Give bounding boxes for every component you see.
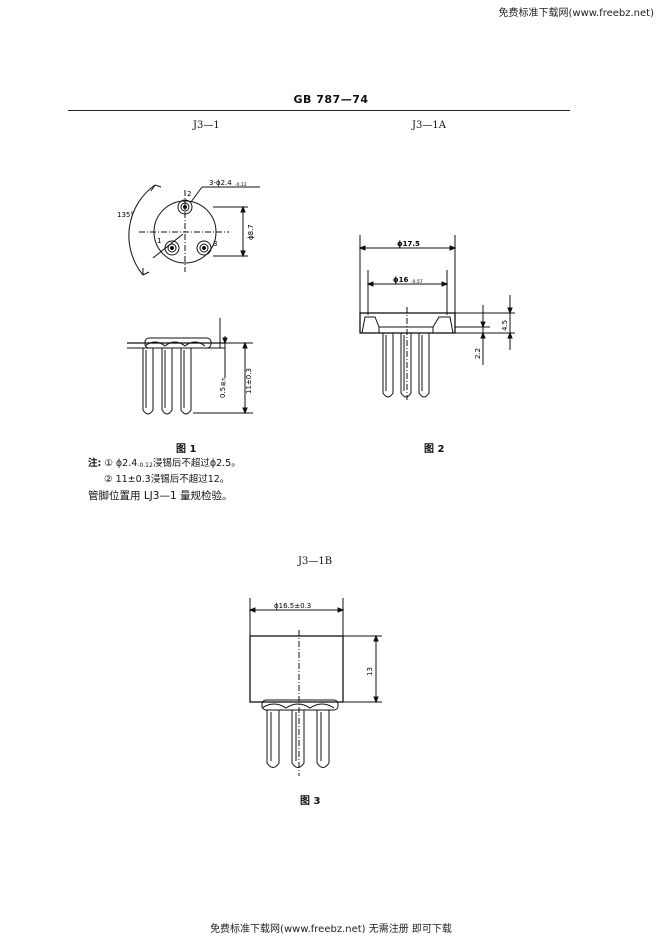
figure2-caption: 图 2 <box>424 444 445 455</box>
inner-diameter-tolerance: -0.57 <box>411 279 423 285</box>
note-2-text: 11±0.3浸锡后不超过12。 <box>115 474 230 485</box>
figure2-model-title: J3—1A <box>412 120 446 131</box>
pin-offset-label: 2.2 <box>474 348 482 359</box>
note-prefix: 注: <box>88 458 102 469</box>
pin-number-2: 2 <box>187 190 191 198</box>
angle-label: 135° <box>117 211 134 219</box>
note-gauge-line: 管脚位置用 LJ3—1 量规检验。 <box>88 490 233 502</box>
note-1-pre: ϕ2.4 <box>115 458 138 469</box>
inner-diameter-label: ϕ16 <box>393 276 408 284</box>
figure3-model-title: J3—1B <box>298 556 333 567</box>
lead-length-label: 11±0.3 <box>245 368 253 394</box>
pin-number-3: 3 <box>213 240 217 248</box>
note-2-mark: ② <box>104 474 113 485</box>
figure1-pin-layout-drawing: 135° 3-ϕ2.4 -0.12 2 1 3 ϕ8.7 <box>117 179 260 276</box>
figure2-j3-1a-drawing: ϕ17.5 ϕ16 -0.57 4.5 2.2 <box>358 235 515 400</box>
header-rule <box>68 110 570 111</box>
note-line-1: 注: ① ϕ2.4-0.12浸锡后不超过ϕ2.5。 <box>88 459 241 469</box>
figure3-j3-1b-drawing: ϕ16.5±0.3 13 <box>248 598 382 776</box>
flange-height-label: 4.5 <box>501 320 509 331</box>
lead-min-length-label: 0.5 <box>219 387 227 398</box>
body-height-label: 13 <box>366 667 374 676</box>
figure1-caption: 图 1 <box>176 444 197 455</box>
figure1-model-title: J3—1 <box>193 120 220 131</box>
figure1-side-view-drawing: 0.5 最大 11±0.3 <box>127 318 253 415</box>
pin-hole-label: 3-ϕ2.4 <box>209 179 232 187</box>
pin-hole-tolerance: -0.12 <box>235 182 247 188</box>
figure3-caption: 图 3 <box>300 796 321 807</box>
lead-min-length-sub: 最大 <box>220 377 227 386</box>
watermark-bottom: 免费标准下载网(www.freebz.net) 无需注册 即可下载 <box>210 924 452 935</box>
note-1-mark: ① <box>104 458 113 469</box>
note-1-tolerance: -0.12 <box>137 462 153 469</box>
standard-code: GB 787—74 <box>293 93 369 106</box>
body-diameter-label: ϕ16.5±0.3 <box>274 602 311 610</box>
outer-diameter-label: ϕ17.5 <box>397 240 420 248</box>
watermark-top: 免费标准下载网(www.freebz.net) <box>498 8 654 19</box>
pin-number-1: 1 <box>157 237 161 245</box>
circle-diameter-label: ϕ8.7 <box>247 224 255 240</box>
note-line-2: ② 11±0.3浸锡后不超过12。 <box>104 475 229 485</box>
note-1-post: 浸锡后不超过ϕ2.5。 <box>152 458 241 469</box>
